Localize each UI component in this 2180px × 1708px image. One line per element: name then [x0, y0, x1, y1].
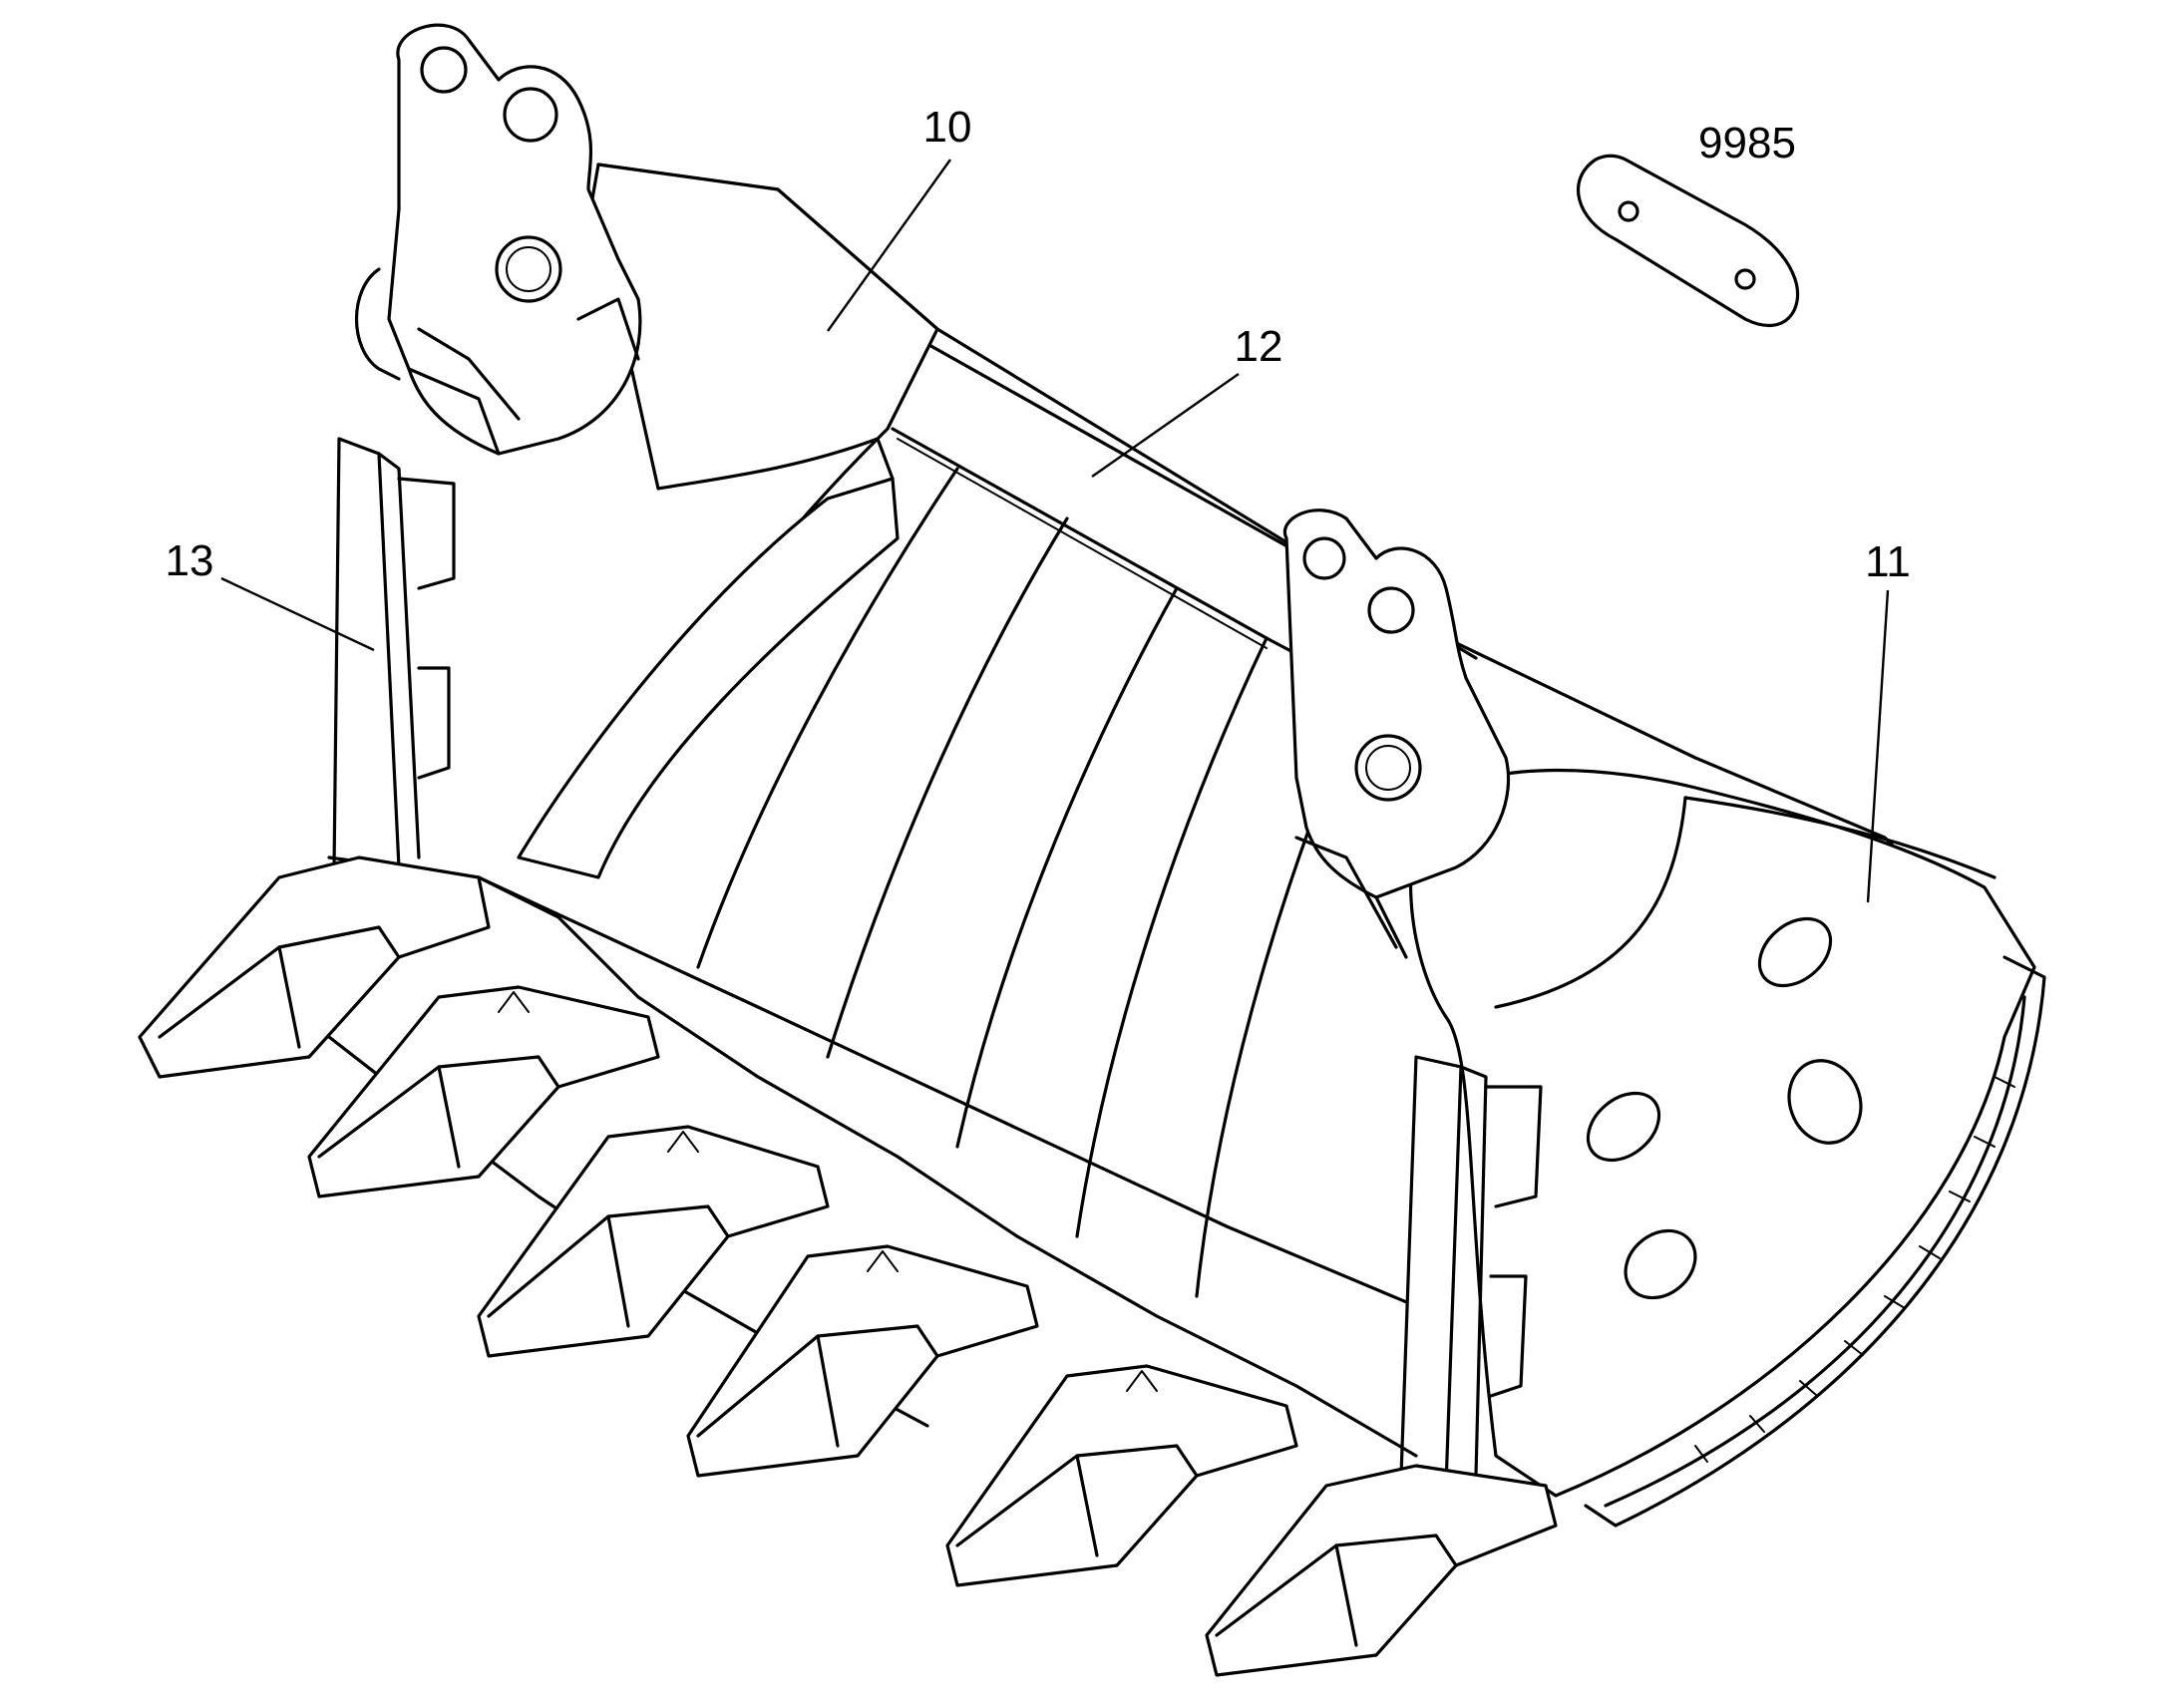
tooth-2 — [307, 985, 660, 1198]
leader-12 — [1091, 373, 1240, 478]
callout-9985: 9985 — [1698, 119, 1796, 168]
hinge-bracket-right — [1282, 509, 1511, 959]
tooth-3 — [477, 1125, 830, 1358]
side-shroud-left — [332, 437, 456, 869]
leader-lines — [220, 159, 1890, 903]
side-plate-left — [576, 163, 939, 491]
tooth-1 — [138, 855, 491, 1079]
leader-10 — [827, 159, 951, 332]
plate-9985 — [1577, 154, 1800, 327]
tooth-5 — [945, 1364, 1298, 1587]
callout-11: 11 — [1865, 537, 1911, 586]
bucket-shell — [477, 163, 2006, 1308]
callout-10: 10 — [923, 103, 972, 152]
tooth-6 — [1205, 1464, 1558, 1677]
hinge-bracket-left — [354, 23, 642, 456]
leader-11 — [1866, 589, 1890, 903]
callouts: 10 12 9985 13 11 — [166, 103, 1911, 586]
side-plate-right — [1408, 768, 2046, 1528]
callout-13: 13 — [166, 536, 214, 585]
tooth-4 — [686, 1244, 1039, 1478]
callout-12: 12 — [1235, 322, 1283, 371]
leader-13 — [220, 576, 375, 652]
